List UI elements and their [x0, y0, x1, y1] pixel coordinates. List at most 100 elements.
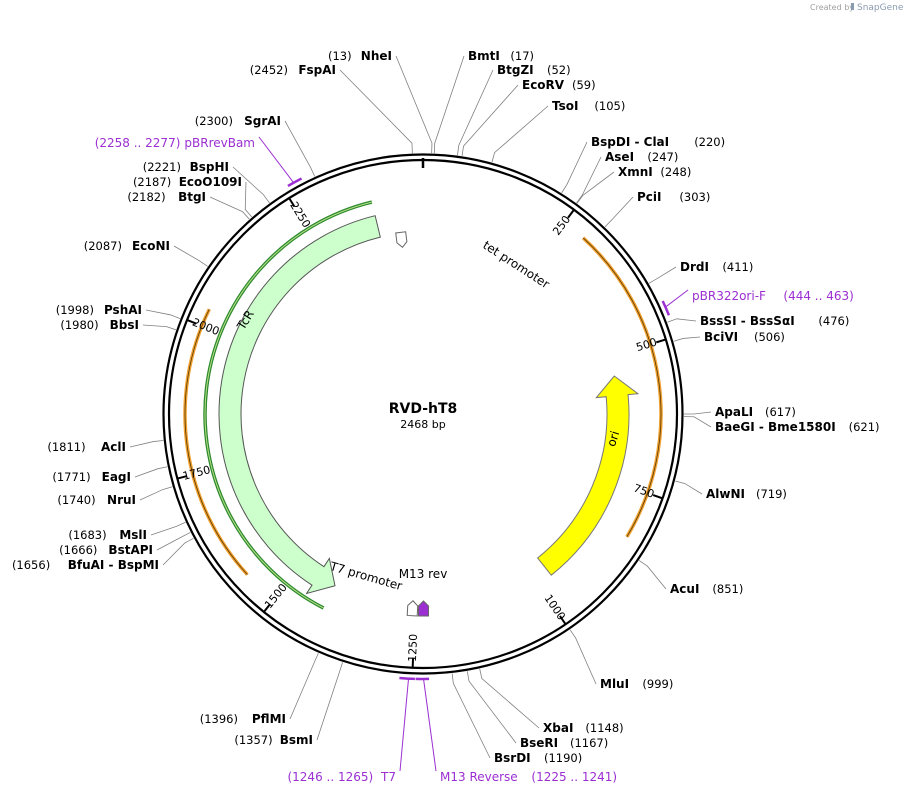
enzyme-leader-line [684, 412, 711, 414]
ruler-tick-label: 1000 [541, 592, 567, 622]
enzyme-site: MluI(999) [600, 677, 673, 691]
enzyme-name: EcoRV [522, 78, 565, 92]
ruler-tick-label: 500 [635, 336, 659, 355]
enzyme-site: BssSI - BssSαI (476) [700, 314, 849, 328]
enzyme-site: PflMI (1396) [200, 712, 286, 726]
enzyme-site: MslI(1683) [68, 528, 147, 542]
enzyme-leader-line [135, 467, 167, 477]
enzyme-leader-line [577, 172, 614, 203]
enzyme-leader-line [210, 197, 249, 219]
enzyme-name: BaeGI - Bme1580I [715, 420, 836, 434]
enzyme-name: SgrAI [244, 114, 281, 128]
enzyme-name: EagI [102, 470, 131, 484]
enzyme-position: (13) [328, 49, 352, 63]
enzyme-site: NruI (1740) [57, 493, 136, 507]
enzyme-position: (1190) [544, 751, 582, 765]
enzyme-position: (2221) [143, 160, 181, 174]
enzyme-site: AlwNI(719) [706, 487, 787, 501]
enzyme-site: SgrAI (2300) [195, 114, 281, 128]
enzyme-name: BspHI [190, 160, 229, 174]
t7-promoter-label: T7 promoter [327, 559, 403, 593]
enzyme-position: (2452) [250, 63, 288, 77]
enzyme-leader-line [140, 487, 172, 500]
snapgene-logo-icon [851, 3, 854, 10]
enzyme-site: XbaI(1148) [543, 721, 624, 735]
enzyme-position: (617) [765, 405, 796, 419]
enzyme-name: XmnI [618, 165, 653, 179]
enzyme-name: NheI [361, 49, 392, 63]
primer-name: M13 Reverse [440, 770, 518, 784]
enzyme-position: (248) [660, 165, 691, 179]
enzyme-site: EcoRV (59) [522, 78, 596, 92]
enzyme-position: (1396) [200, 712, 238, 726]
primer-range: (444 .. 463) [783, 289, 853, 303]
enzyme-leader-line [492, 106, 548, 162]
enzyme-leader-line [639, 560, 666, 589]
enzyme-leader-line [340, 70, 412, 153]
enzyme-position: (476) [818, 314, 849, 328]
enzyme-name: AseI [605, 150, 634, 164]
credit-brand: SnapGene [857, 3, 904, 13]
primer-label: pBRrevBam(2258 .. 2277) [95, 136, 255, 150]
enzyme-name: BsmI [280, 733, 313, 747]
enzyme-name: NruI [107, 493, 136, 507]
enzyme-site: BtgZI(52) [497, 63, 571, 77]
enzyme-site: EcoO109I(2187) [133, 175, 242, 189]
primer-arc [663, 301, 669, 315]
enzyme-leader-line [457, 70, 493, 155]
enzyme-position: (1357) [234, 733, 272, 747]
primer-label: M13 Reverse(1225 .. 1241) [440, 770, 617, 784]
enzyme-name: BsrDI [494, 751, 531, 765]
enzyme-site: FspAI(2452) [250, 63, 336, 77]
plasmid-name: RVD-hT8 [389, 401, 458, 417]
primer-range: (2258 .. 2277) [95, 136, 181, 150]
enzyme-site: BsmI (1357) [234, 733, 313, 747]
enzyme-name: PshAI [104, 303, 142, 317]
enzyme-name: PflMI [252, 712, 286, 726]
primer-name: pBR322ori-F [692, 289, 766, 303]
enzyme-leader-line [480, 669, 539, 728]
m13-rev-label: M13 rev [399, 567, 448, 581]
primer-range: (1246 .. 1265) [287, 770, 373, 784]
enzyme-name: EcoO109I [179, 175, 242, 189]
enzyme-name: BstAPI [108, 543, 153, 557]
enzyme-leader-line [285, 121, 315, 177]
enzyme-name: BseRI [520, 736, 558, 750]
enzyme-site: TsoI(105) [552, 99, 625, 113]
ruler-tick [656, 339, 666, 342]
plasmid-length: 2468 bp [400, 418, 445, 431]
ruler-tick-label: 1250 [406, 634, 420, 662]
enzyme-site: BaeGI - Bme1580I(621) [715, 420, 880, 434]
enzyme-position: (59) [572, 78, 596, 92]
enzyme-leader-line [434, 56, 464, 153]
enzyme-position: (1167) [570, 736, 608, 750]
enzyme-name: ApaLI [715, 405, 753, 419]
enzyme-leader-line [163, 538, 194, 565]
primer-label: T7(1246 .. 1265) [287, 770, 396, 784]
primer-leader-line [400, 680, 408, 771]
enzyme-site: BmtI(17) [468, 49, 534, 63]
enzyme-name: BspDI - ClaI [591, 135, 669, 149]
tet-promoter-icon [396, 232, 408, 248]
enzyme-leader-line [605, 197, 633, 227]
enzyme-name: BbsI [110, 318, 139, 332]
enzyme-site: EagI(1771) [52, 470, 131, 484]
enzyme-leader-line [151, 522, 186, 535]
enzyme-leader-line [143, 325, 176, 330]
enzyme-name: BssSI - BssSαI [700, 314, 795, 328]
enzyme-position: (1740) [57, 493, 95, 507]
enzyme-name: TsoI [552, 99, 578, 113]
enzyme-leader-line [667, 319, 696, 323]
enzyme-leader-line [562, 142, 587, 193]
enzyme-site: NheI (13) [328, 49, 392, 63]
enzyme-leader-line [157, 532, 190, 550]
enzyme-site: BspDI - ClaI (220) [591, 135, 725, 149]
enzyme-leader-line [570, 630, 596, 684]
enzyme-name: BmtI [468, 49, 500, 63]
enzyme-position: (2182) [127, 190, 165, 204]
enzyme-position: (220) [694, 135, 725, 149]
enzyme-position: (506) [754, 330, 785, 344]
enzyme-position: (2300) [195, 114, 233, 128]
enzyme-site: BfuAI - BspMI(1656) [12, 558, 159, 572]
